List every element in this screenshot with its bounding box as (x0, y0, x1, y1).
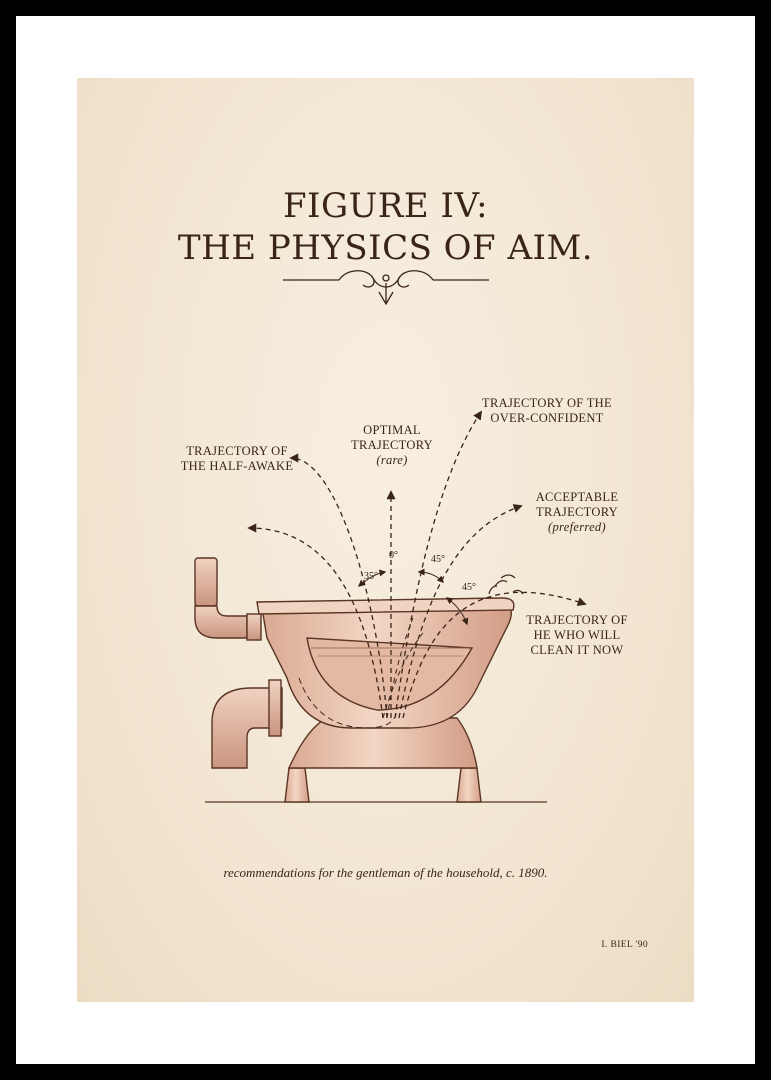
label-half-awake-l2: THE HALF-AWAKE (157, 459, 317, 474)
label-cleaner: TRAJECTORY OF HE WHO WILL CLEAN IT NOW (517, 613, 637, 658)
label-optimal: OPTIMAL TRAJECTORY (rare) (332, 423, 452, 468)
label-cleaner-l1: TRAJECTORY OF (517, 613, 637, 628)
white-mat: FIGURE IV: THE PHYSICS OF AIM. (16, 16, 755, 1064)
label-over-confident-l2: OVER-CONFIDENT (472, 411, 622, 426)
angle-35: 35° (364, 571, 378, 582)
label-optimal-l1: OPTIMAL (332, 423, 452, 438)
label-acceptable: ACCEPTABLE TRAJECTORY (preferred) (517, 490, 637, 535)
toilet-illustration (195, 558, 547, 802)
label-cleaner-l2: HE WHO WILL (517, 628, 637, 643)
label-cleaner-l3: CLEAN IT NOW (517, 643, 637, 658)
splash-marks (489, 575, 523, 594)
poster: FIGURE IV: THE PHYSICS OF AIM. (77, 78, 694, 1002)
label-acceptable-note: (preferred) (548, 520, 606, 534)
diagram-art (77, 78, 694, 1002)
angle-45-left: 45° (431, 554, 445, 565)
label-optimal-l2: TRAJECTORY (332, 438, 452, 453)
label-over-confident: TRAJECTORY OF THE OVER-CONFIDENT (472, 396, 622, 426)
angle-45-right: 45° (462, 582, 476, 593)
title-ornament (283, 271, 489, 304)
label-over-confident-l1: TRAJECTORY OF THE (472, 396, 622, 411)
label-half-awake-l1: TRAJECTORY OF (157, 444, 317, 459)
caption: recommendations for the gentleman of the… (77, 865, 694, 881)
signature: I. BIEL '90 (601, 940, 648, 950)
label-half-awake: TRAJECTORY OF THE HALF-AWAKE (157, 444, 317, 474)
label-optimal-note: (rare) (376, 453, 407, 467)
angle-0: 0° (389, 550, 398, 561)
label-acceptable-l2: TRAJECTORY (517, 505, 637, 520)
label-acceptable-l1: ACCEPTABLE (517, 490, 637, 505)
